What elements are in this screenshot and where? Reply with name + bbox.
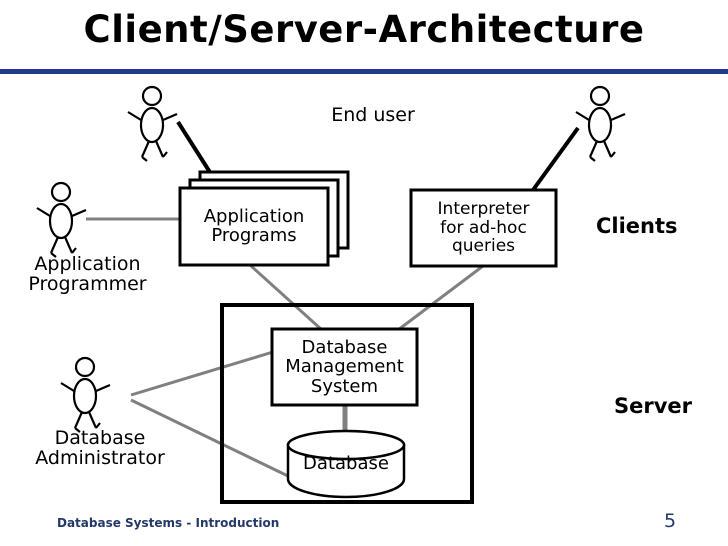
- stick-arm-left: [60, 382, 75, 392]
- title-divider: [0, 69, 728, 74]
- stick-leg-right: [87, 411, 98, 429]
- stick-arm-right: [162, 112, 178, 122]
- stick-leg-left-foot: [50, 252, 57, 258]
- stick-leg-left-foot: [74, 427, 81, 433]
- server-boundary-box: [220, 303, 474, 504]
- dbms-node[interactable]: [270, 327, 419, 407]
- page-title: Client/Server-Architecture: [83, 8, 645, 51]
- connector-dba-to-database: [130, 398, 293, 480]
- stick-leg-left: [49, 236, 60, 254]
- stick-head: [589, 85, 611, 107]
- database-cylinder-node[interactable]: [286, 429, 406, 499]
- server-group-label: Server: [614, 394, 693, 418]
- database-administrator-label: Database Administrator: [35, 427, 165, 469]
- stick-head: [50, 181, 72, 203]
- database-label: Database: [303, 453, 389, 475]
- application-programs-label: Application Programs: [203, 205, 305, 246]
- connector-interpreter-to-dbms: [397, 264, 484, 332]
- stick-arm-right: [610, 112, 626, 122]
- interpreter-label: Interpreter for ad-hoc queries: [437, 199, 530, 257]
- stick-body: [48, 202, 74, 240]
- application-programmer-label: Application Programmer: [28, 253, 147, 295]
- dbms-label: Database Management System: [285, 336, 404, 397]
- clients-group-label: Clients: [596, 214, 678, 238]
- stick-arm-left: [36, 207, 51, 217]
- interpreter-node[interactable]: [409, 188, 558, 268]
- stick-body: [587, 106, 613, 144]
- stick-leg-right-foot: [95, 422, 101, 429]
- stick-arm-right: [71, 208, 87, 218]
- stick-leg-left: [140, 140, 151, 158]
- end-user-label: End user: [331, 104, 415, 126]
- stick-body: [139, 106, 165, 144]
- stick-figure-icon-application-programmer: [36, 181, 87, 258]
- stick-arm-right: [95, 383, 111, 393]
- stick-head: [141, 85, 163, 107]
- stick-body: [72, 377, 98, 415]
- connector-dba-to-dbms: [130, 350, 274, 397]
- stick-figure-icon-database-administrator: [60, 356, 111, 433]
- stick-leg-right: [602, 140, 613, 158]
- stick-leg-left-foot: [589, 156, 596, 162]
- connector-enduser-right-to-interpreter: [531, 126, 580, 192]
- stick-leg-right-foot: [162, 151, 168, 158]
- stick-arm-left: [127, 111, 142, 121]
- database-cylinder-top: [286, 429, 406, 461]
- stick-arm-left: [575, 111, 590, 121]
- stick-figure-icon-end-user-right: [575, 85, 626, 162]
- stick-head: [74, 356, 96, 378]
- connector-lines: [86, 217, 484, 480]
- application-programs-node[interactable]: [178, 170, 350, 267]
- application-programs-front-sheet: [178, 186, 330, 267]
- stick-leg-right-foot: [610, 151, 616, 158]
- connector-enduser-left-to-apps: [176, 120, 215, 179]
- connector-apps-to-dbms: [248, 263, 324, 332]
- stick-leg-right-foot: [71, 247, 77, 254]
- stick-figure-icon-end-user-left: [127, 85, 178, 162]
- stick-leg-left: [73, 411, 84, 429]
- page-number: 5: [664, 510, 677, 532]
- stick-leg-right: [63, 236, 74, 254]
- stick-leg-right: [154, 140, 165, 158]
- enduser-connectors: [176, 120, 580, 192]
- stick-leg-left-foot: [141, 156, 148, 162]
- stick-leg-left: [588, 140, 599, 158]
- footer-text: Database Systems - Introduction: [57, 516, 280, 530]
